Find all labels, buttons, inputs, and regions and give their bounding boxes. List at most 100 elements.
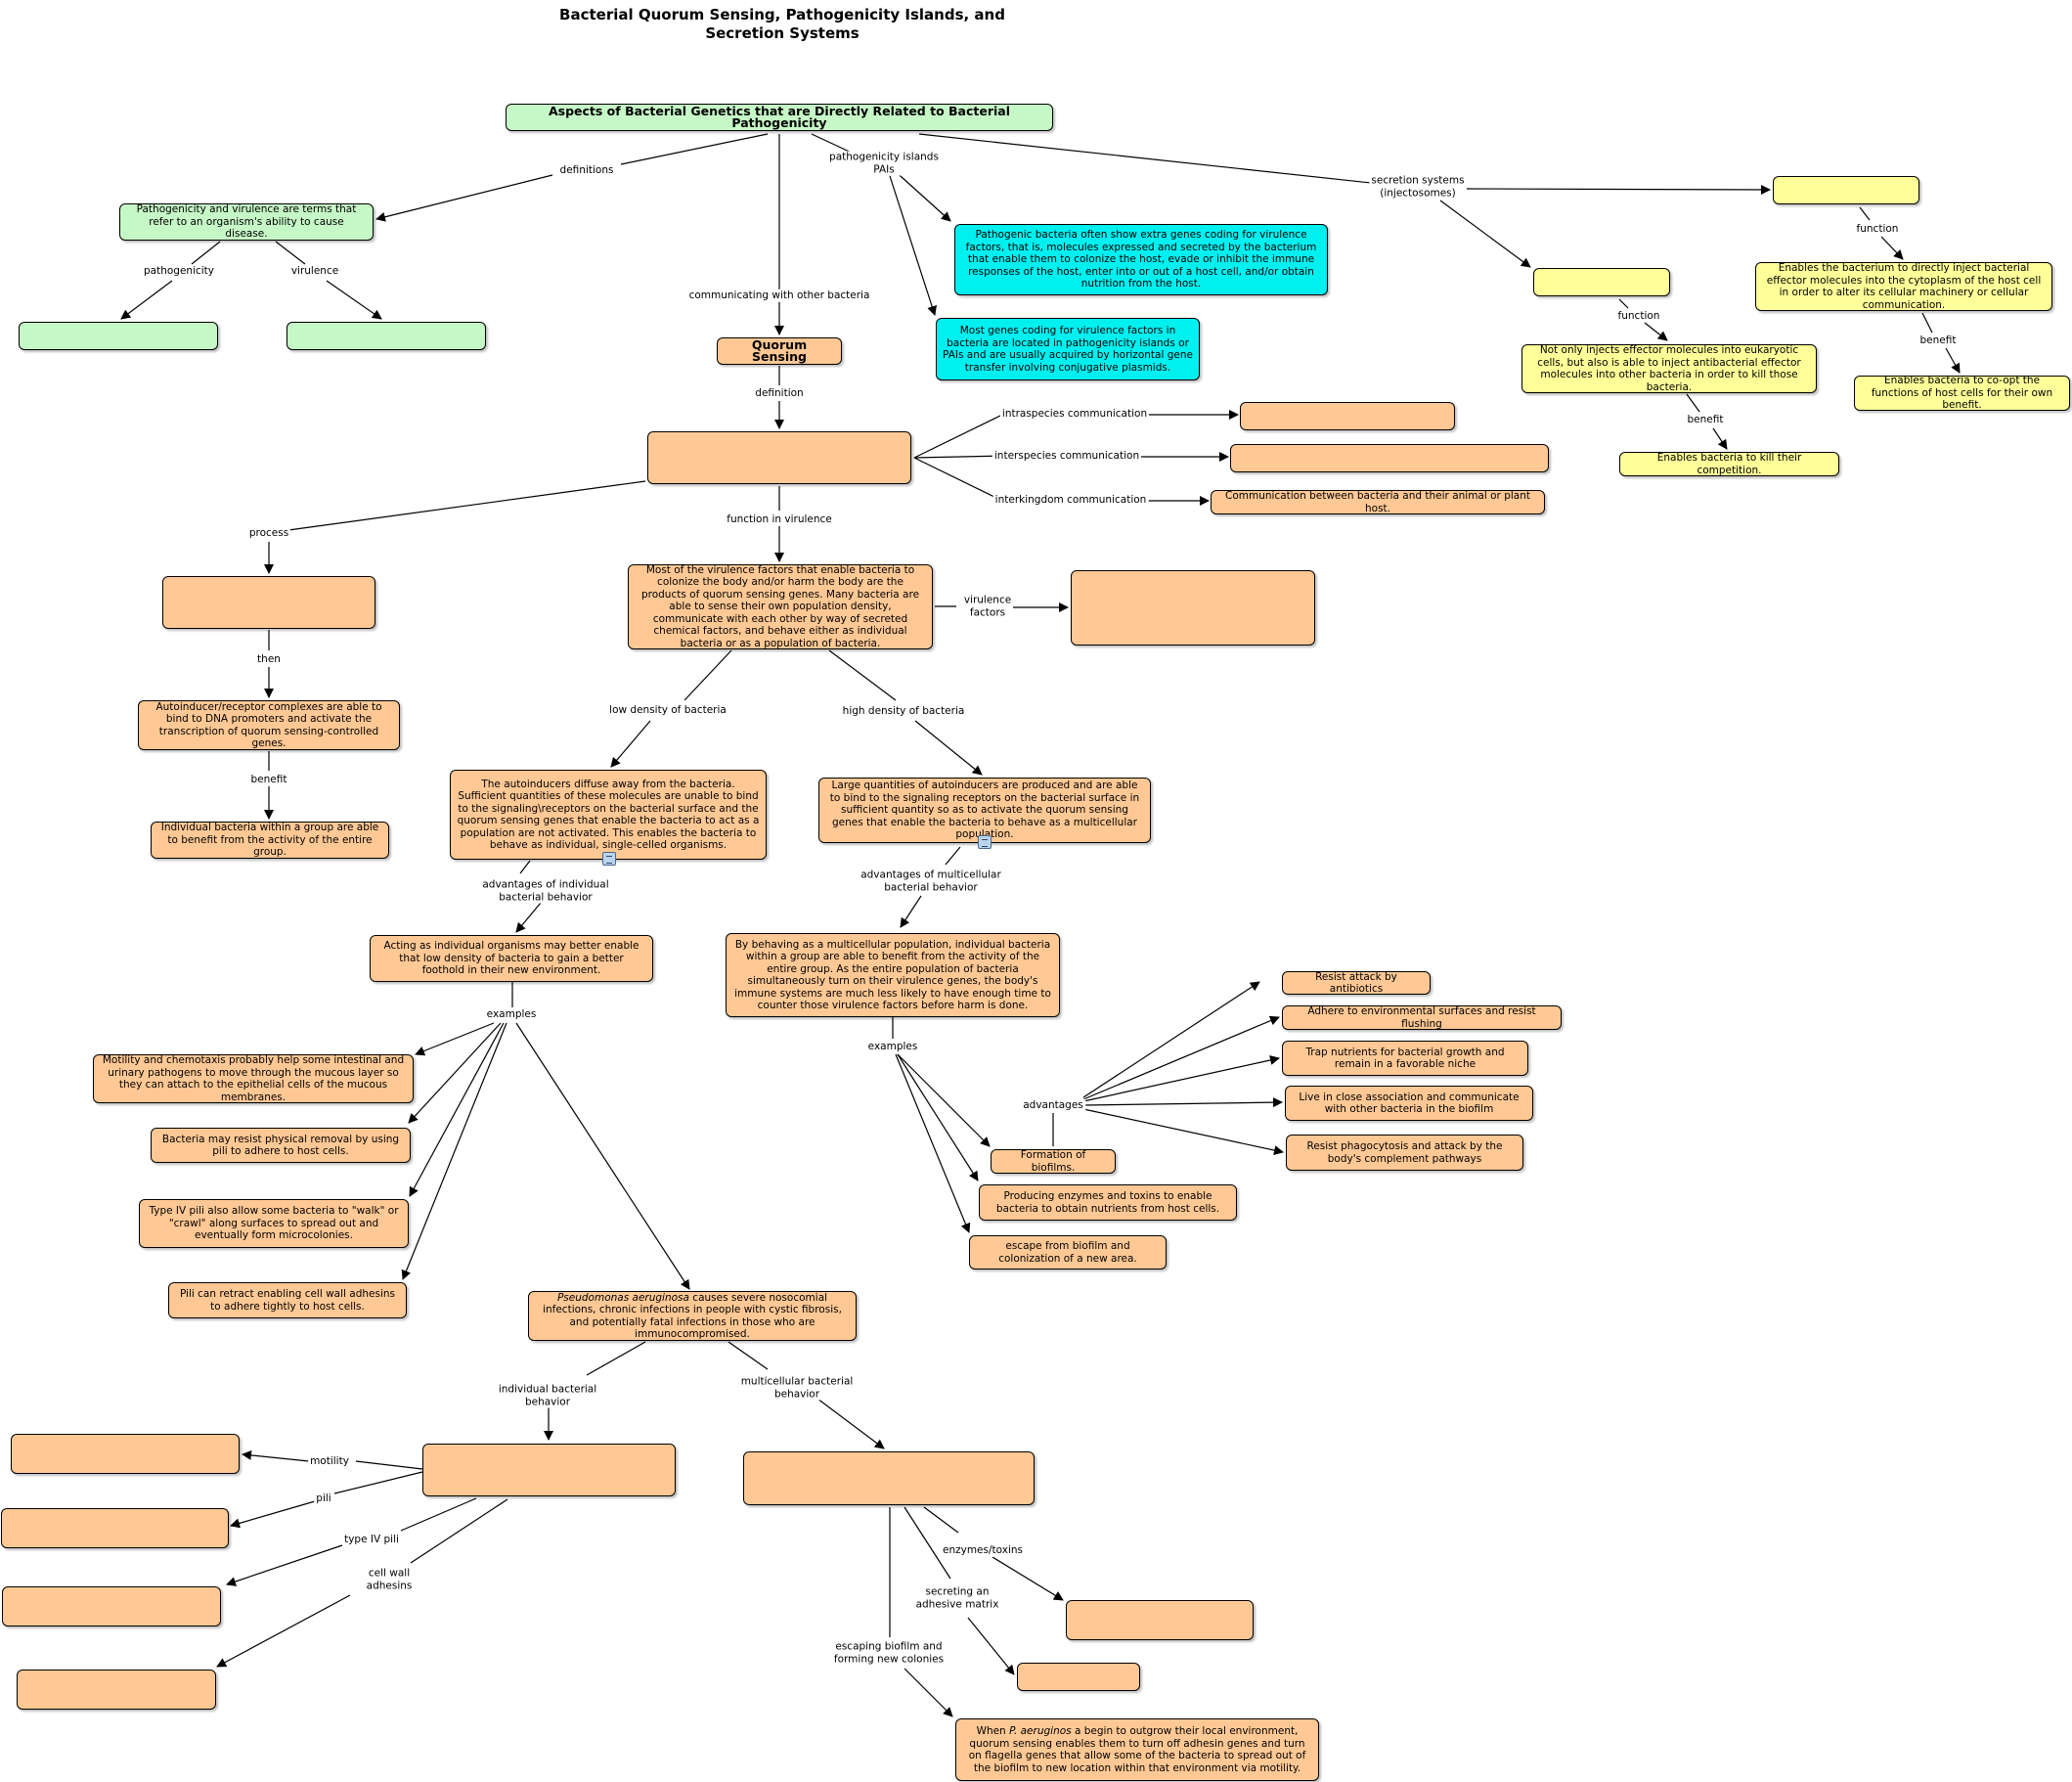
enzymes-toxins-output-box[interactable]: [1066, 1600, 1254, 1640]
advantage-adhere[interactable]: Adhere to environmental surfaces and res…: [1282, 1005, 1562, 1030]
node-text: Producing enzymes and toxins to enable b…: [995, 1190, 1220, 1215]
label-virulence-factors: virulence factors: [961, 594, 1014, 619]
virulence-factors-box[interactable]: [1071, 570, 1315, 646]
label-process: process: [246, 526, 291, 540]
adhesive-matrix-box[interactable]: [1017, 1663, 1140, 1691]
secretion-right-benefit[interactable]: Enables bacteria to co-opt the functions…: [1854, 375, 2070, 411]
low-density-box[interactable]: The autoinducers diffuse away from the b…: [450, 770, 767, 860]
pai-virulence-genes[interactable]: Pathogenic bacteria often show extra gen…: [954, 224, 1328, 295]
individual-behavior-box[interactable]: [422, 1444, 676, 1496]
label-benefit-left: benefit: [248, 773, 289, 786]
label-definition: definition: [753, 386, 806, 400]
node-text: Most genes coding for virulence factors …: [943, 325, 1193, 374]
secretion-mid-benefit[interactable]: Enables bacteria to kill their competiti…: [1619, 452, 1839, 476]
label-advantages-multicellular: advantages of multicellular bacterial be…: [859, 869, 1003, 894]
label-text: individual bacterial behavior: [498, 1383, 597, 1408]
node-text: By behaving as a multicellular populatio…: [734, 938, 1051, 1012]
multicellular-advantage-box[interactable]: By behaving as a multicellular populatio…: [726, 933, 1060, 1017]
process-box[interactable]: [162, 576, 375, 629]
high-density-box[interactable]: Large quantities of autoinducers are pro…: [818, 778, 1151, 843]
pseudomonas-description: causes severe nosocomial infections, chr…: [543, 1291, 842, 1341]
label-interkingdom: interkingdom communication: [992, 493, 1149, 507]
label-text: secreting an adhesive matrix: [915, 1585, 999, 1611]
node-text: Type IV pili also allow some bacteria to…: [149, 1205, 399, 1242]
label-adhesive-matrix: secreting an adhesive matrix: [913, 1585, 1001, 1611]
pathogenicity-box[interactable]: [19, 322, 218, 350]
type-iv-pili-box[interactable]: [2, 1586, 221, 1626]
advantage-nutrients[interactable]: Trap nutrients for bacterial growth and …: [1282, 1041, 1528, 1076]
advantage-phagocytosis[interactable]: Resist phagocytosis and attack by the bo…: [1286, 1135, 1523, 1171]
interspecies-box[interactable]: [1230, 444, 1549, 472]
label-high-density: high density of bacteria: [840, 704, 967, 718]
label-enzymes-toxins: enzymes/toxins: [940, 1543, 1026, 1557]
virulence-box[interactable]: [287, 322, 486, 350]
node-text: Communication between bacteria and their…: [1225, 490, 1530, 514]
definition-pathogenicity-virulence[interactable]: Pathogenicity and virulence are terms th…: [119, 203, 374, 241]
label-text: escaping biofilm and forming new colonie…: [833, 1640, 945, 1666]
example-pili[interactable]: Bacteria may resist physical removal by …: [151, 1128, 411, 1163]
group-benefit-box[interactable]: Individual bacteria within a group are a…: [151, 822, 389, 859]
secretion-mid-function[interactable]: Not only injects effector molecules into…: [1521, 344, 1817, 393]
advantage-communicate[interactable]: Live in close association and communicat…: [1285, 1086, 1533, 1121]
secretion-system-box-mid[interactable]: [1533, 268, 1670, 296]
label-text: multicellular bacterial behavior: [740, 1375, 854, 1401]
node-text: Individual bacteria within a group are a…: [160, 822, 379, 859]
text-part: When: [976, 1725, 1010, 1737]
enzymes-toxins-box[interactable]: Producing enzymes and toxins to enable b…: [979, 1184, 1237, 1221]
interkingdom-box[interactable]: Communication between bacteria and their…: [1211, 490, 1545, 514]
secretion-right-function[interactable]: Enables the bacterium to directly inject…: [1755, 262, 2052, 311]
node-text: Adhere to environmental surfaces and res…: [1307, 1005, 1536, 1030]
quorum-sensing-node[interactable]: Quorum Sensing: [717, 337, 842, 365]
label-text: advantages of individual bacterial behav…: [482, 878, 609, 904]
label-examples-left: examples: [484, 1007, 539, 1021]
example-motility[interactable]: Motility and chemotaxis probably help so…: [93, 1054, 414, 1103]
label-function-in-virulence: function in virulence: [725, 512, 834, 526]
label-text: cell wall adhesins: [366, 1567, 413, 1592]
node-text: Formation of biofilms.: [1020, 1149, 1086, 1174]
escaping-biofilm-text: When P. aeruginos a begin to outgrow the…: [962, 1725, 1312, 1774]
label-pathogenicity-islands: pathogenicity islands PAIs: [827, 151, 941, 176]
label-secretion-systems: secretion systems (injectosomes): [1369, 174, 1467, 200]
node-text: Acting as individual organisms may bette…: [383, 940, 639, 977]
pai-horizontal-transfer[interactable]: Most genes coding for virulence factors …: [936, 318, 1200, 380]
label-advantages: advantages: [1021, 1098, 1085, 1112]
node-text: Resist attack by antibiotics: [1315, 970, 1397, 996]
individual-advantage-box[interactable]: Acting as individual organisms may bette…: [370, 935, 653, 982]
pili-box[interactable]: [1, 1508, 229, 1548]
label-function-mid: function: [1615, 309, 1662, 323]
biofilm-formation-box[interactable]: Formation of biofilms.: [991, 1149, 1116, 1174]
node-text: Large quantities of autoinducers are pro…: [829, 780, 1140, 840]
label-motility: motility: [308, 1454, 351, 1468]
node-text: Pathogenic bacteria often show extra gen…: [965, 229, 1317, 290]
secretion-system-box-right[interactable]: [1773, 176, 1919, 204]
label-benefit-mid: benefit: [1685, 413, 1726, 426]
node-text: Resist phagocytosis and attack by the bo…: [1306, 1140, 1503, 1165]
node-text: Quorum Sensing: [751, 336, 808, 364]
root-node[interactable]: Aspects of Bacterial Genetics that are D…: [506, 104, 1053, 131]
label-intraspecies: intraspecies communication: [999, 407, 1150, 421]
label-benefit-right: benefit: [1918, 334, 1959, 347]
quorum-sensing-definition-box[interactable]: [647, 431, 911, 484]
example-type-iv-pili[interactable]: Type IV pili also allow some bacteria to…: [139, 1199, 409, 1248]
virulence-function-box[interactable]: Most of the virulence factors that enabl…: [628, 564, 933, 649]
label-cell-wall-adhesins: cell wall adhesins: [364, 1567, 415, 1592]
motility-box[interactable]: [11, 1434, 240, 1474]
example-pili-retract[interactable]: Pili can retract enabling cell wall adhe…: [168, 1282, 407, 1318]
escape-biofilm-box[interactable]: escape from biofilm and colonization of …: [969, 1235, 1167, 1270]
document-icon-high-density[interactable]: [978, 835, 992, 849]
advantage-antibiotics[interactable]: Resist attack by antibiotics: [1282, 971, 1431, 995]
node-text: Live in close association and communicat…: [1299, 1091, 1520, 1116]
document-icon-low-density[interactable]: [602, 852, 616, 866]
intraspecies-box[interactable]: [1240, 402, 1455, 430]
pseudomonas-species-name: Pseudomonas aeruginosa: [556, 1291, 689, 1304]
label-text: virulence factors: [963, 594, 1012, 619]
pseudomonas-box[interactable]: Pseudomonas aeruginosa causes severe nos…: [528, 1291, 857, 1341]
label-pathogenicity: pathogenicity: [141, 264, 217, 278]
node-text: Motility and chemotaxis probably help so…: [102, 1054, 405, 1103]
label-function-right: function: [1854, 222, 1901, 236]
escaping-biofilm-box[interactable]: When P. aeruginos a begin to outgrow the…: [955, 1718, 1319, 1781]
cell-wall-adhesins-box[interactable]: [17, 1670, 216, 1710]
autoinducer-complex-box[interactable]: Autoinducer/receptor complexes are able …: [138, 700, 400, 750]
multicellular-behavior-box[interactable]: [743, 1451, 1035, 1505]
